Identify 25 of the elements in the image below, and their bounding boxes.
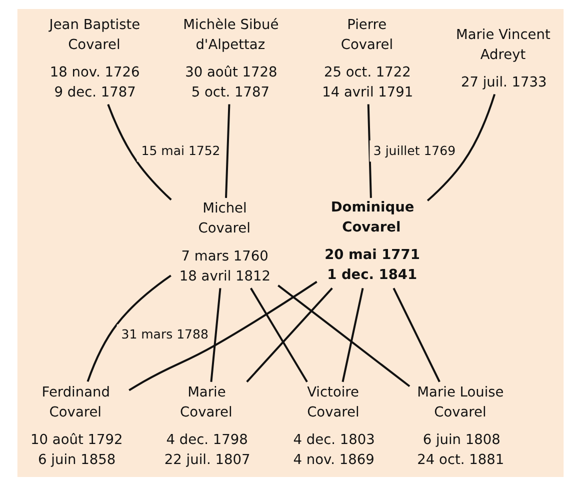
node-text: Michèle Sibué d'Alpettaz 30 août 1728 5 oct. 1787: [182, 16, 278, 100]
node-text: Victoire Covarel 4 dec. 1803 4 nov. 1869: [292, 384, 374, 468]
connector: [224, 104, 230, 198]
connector: [366, 104, 372, 198]
connector: [86, 274, 171, 382]
connector: [392, 287, 440, 382]
connector: [249, 287, 308, 382]
node-text: Jean Baptiste Covarel 18 nov. 1726 9 dec. 1787: [48, 16, 140, 100]
node-text: Marie Covarel 4 dec. 1798 22 juil. 1807: [164, 384, 250, 468]
edge-label: 3 juillet 1769: [372, 142, 456, 158]
node-text: Marie Louise Covarel 6 juin 1808 24 oct. 1881: [416, 384, 504, 468]
connector: [210, 288, 221, 382]
node-text: Dominique Covarel 20 mai 1771 1 dec. 1841: [324, 198, 420, 283]
connector: [246, 287, 332, 382]
connector: [277, 284, 410, 387]
node-text: Marie Vincent Adreyt 27 juil. 1733: [455, 26, 550, 90]
connector: [341, 287, 364, 382]
node-text: Ferdinand Covarel 10 août 1792 6 juin 1858: [30, 384, 122, 468]
connector: [106, 104, 172, 200]
edge-label: 31 mars 1788: [120, 326, 208, 342]
connector: [426, 93, 496, 201]
connector: [128, 280, 317, 391]
node-text: Pierre Covarel 25 oct. 1722 14 avril 1791: [322, 16, 413, 100]
edge-label: 15 mai 1752: [140, 142, 220, 158]
node-text: Michel Covarel 7 mars 1760 18 avril 1812: [178, 200, 270, 284]
